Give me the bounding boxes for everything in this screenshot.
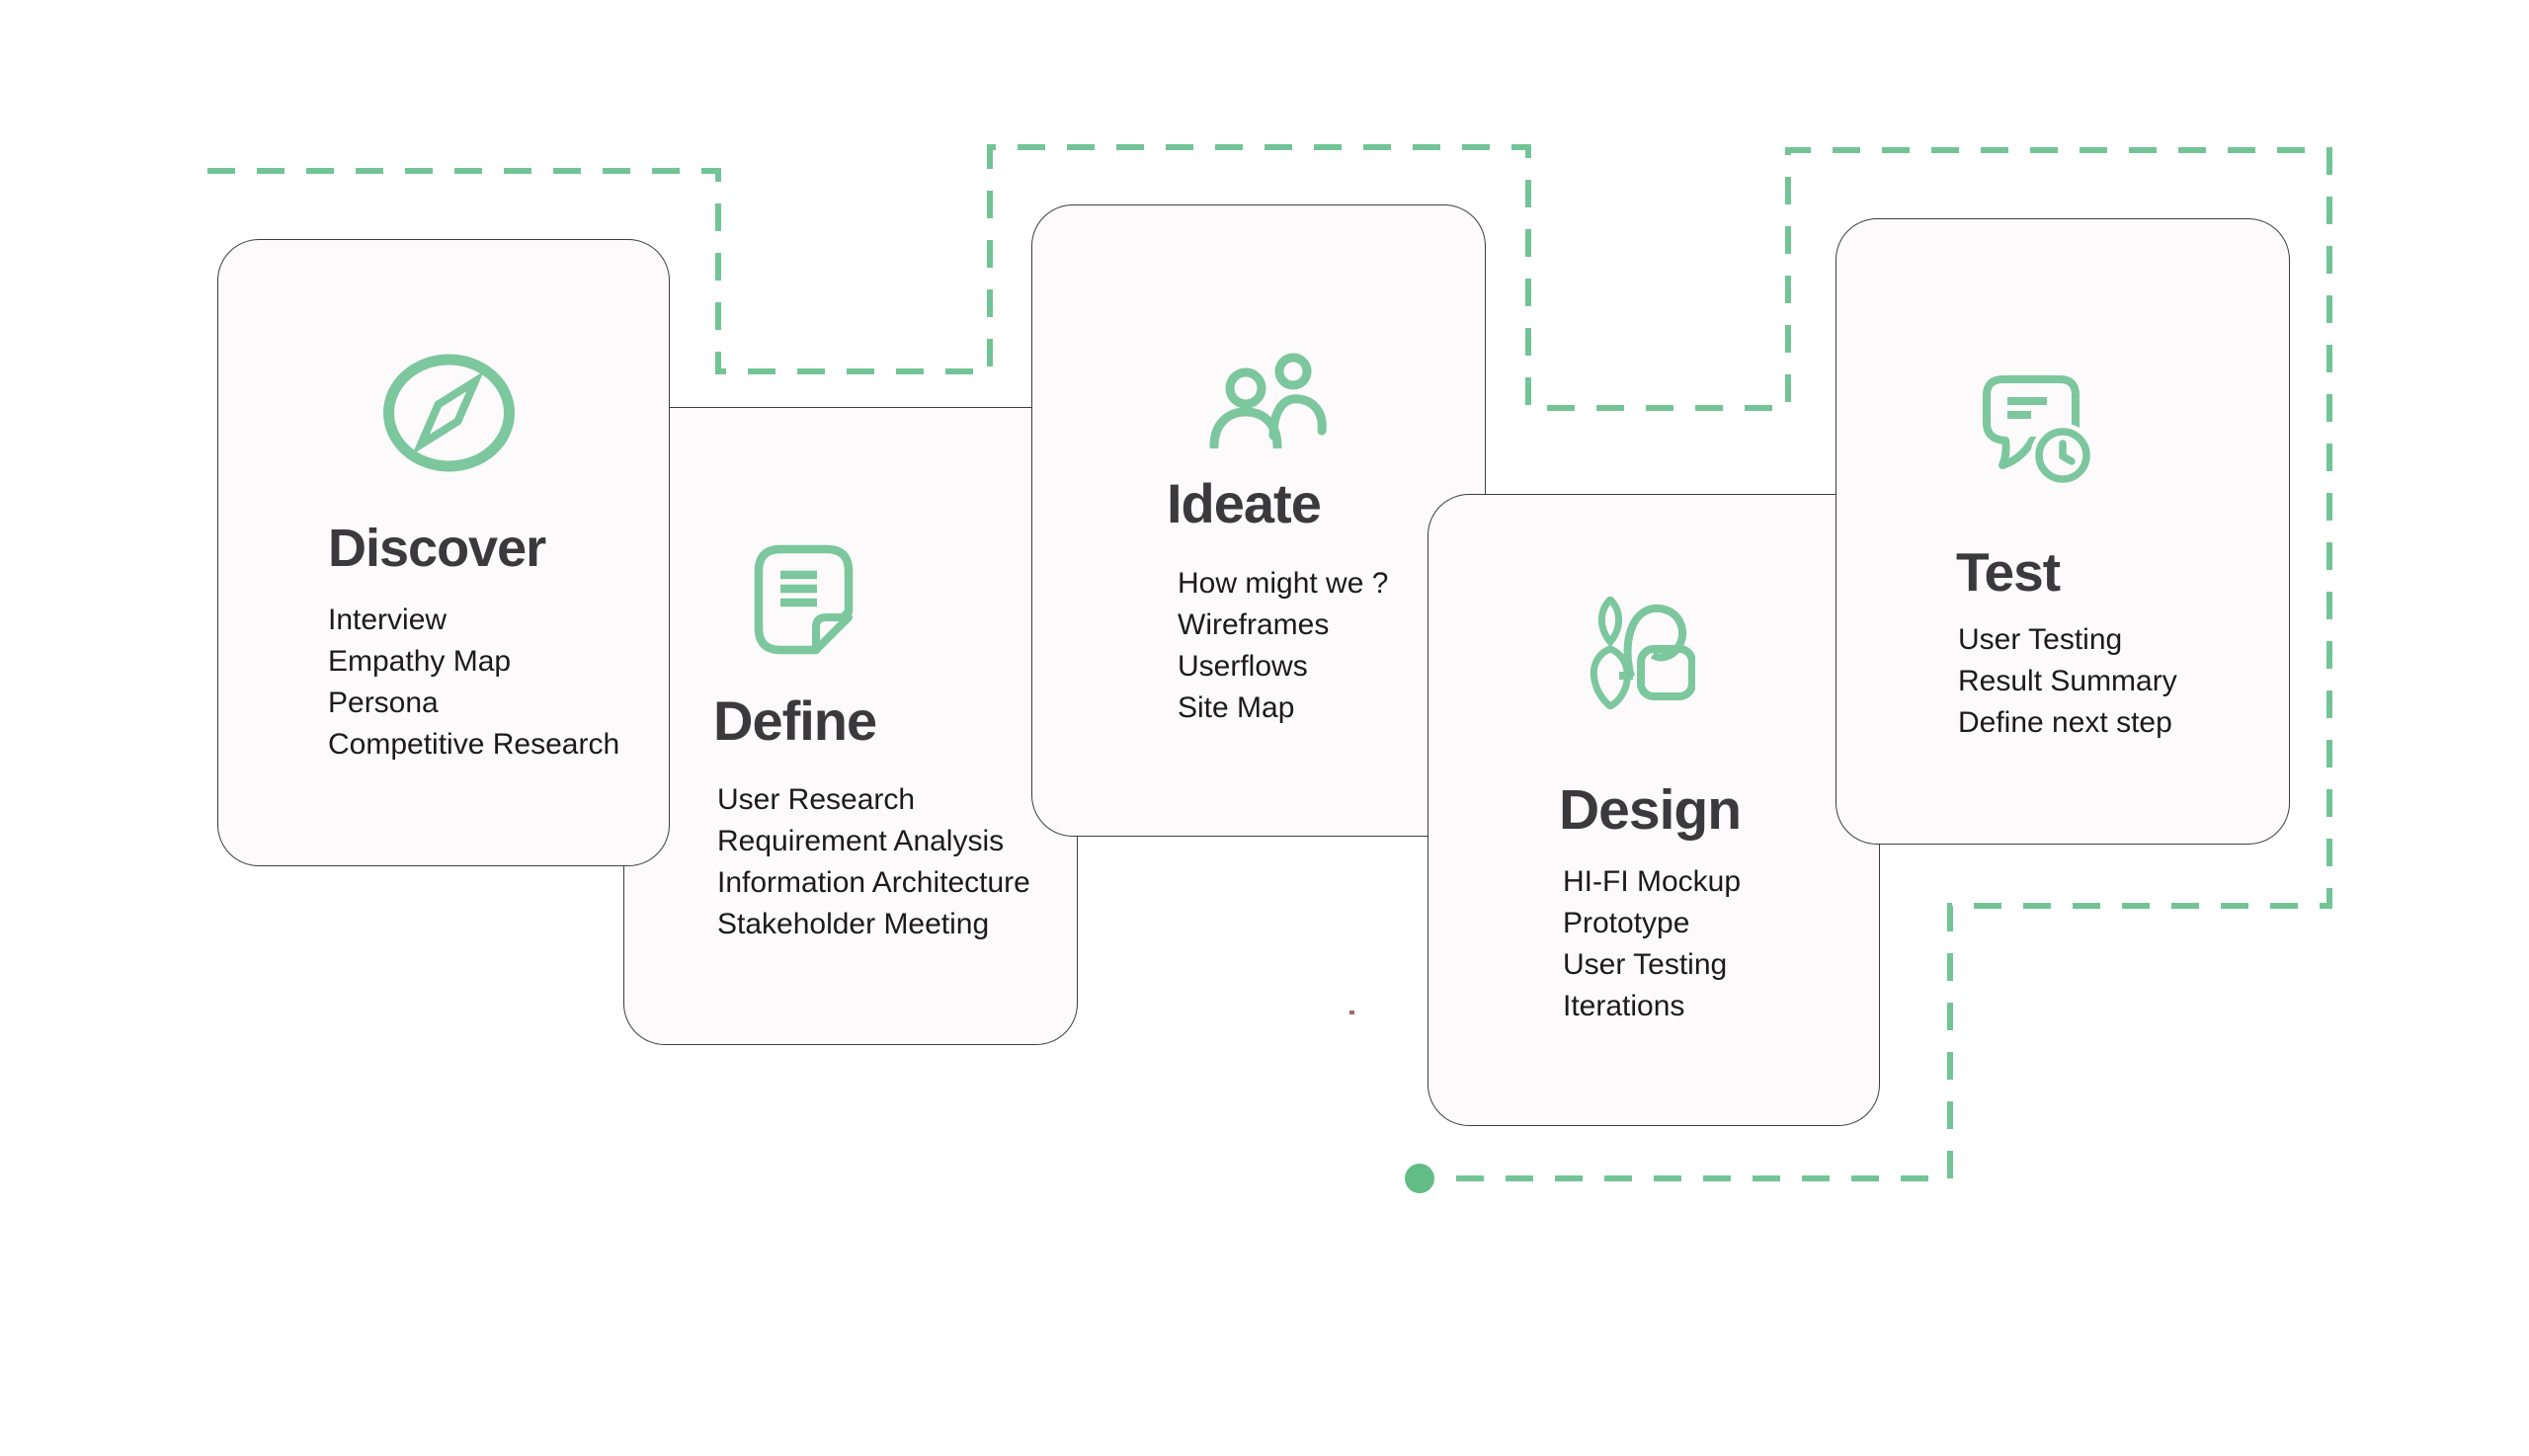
- list-item: User Testing: [1958, 623, 2123, 656]
- list-item: Information Architecture: [717, 866, 1030, 899]
- card-ideate: Ideate How might we ? Wireframes Userflo…: [1031, 204, 1486, 837]
- list-item: User Research: [717, 783, 916, 816]
- card-item-list: User Testing Result Summary Define next …: [1958, 619, 2177, 744]
- list-item: User Testing: [1563, 948, 1728, 981]
- list-item: Iterations: [1563, 990, 1685, 1022]
- card-title: Discover: [328, 519, 546, 578]
- list-item: HI-FI Mockup: [1563, 865, 1742, 898]
- users-icon: [1208, 350, 1330, 448]
- card-title: Define: [713, 689, 877, 752]
- list-item: How might we ?: [1178, 567, 1389, 600]
- card-discover: Discover Interview Empathy Map Persona C…: [217, 239, 670, 866]
- list-item: Define next step: [1958, 706, 2172, 739]
- flow-connector-path: [207, 144, 2332, 1181]
- card-title: Test: [1956, 541, 2061, 603]
- chat-clock-icon: [1978, 374, 2096, 487]
- card-item-list: Interview Empathy Map Persona Competitiv…: [328, 600, 619, 766]
- card-design: Design HI-FI Mockup Prototype User Testi…: [1428, 494, 1880, 1126]
- list-item: Wireframes: [1178, 608, 1330, 641]
- list-item: Userflows: [1178, 650, 1308, 683]
- note-document-icon: [754, 544, 854, 655]
- list-item: Empathy Map: [328, 645, 512, 678]
- card-item-list: How might we ? Wireframes Userflows Site…: [1178, 563, 1388, 729]
- card-test: Test User Testing Result Summary Define …: [1836, 218, 2290, 845]
- brush-shapes-icon: [1584, 597, 1695, 709]
- list-item: Site Map: [1178, 691, 1295, 724]
- flow-endpoint-dot: [1405, 1164, 1434, 1193]
- list-item: Persona: [328, 687, 439, 719]
- list-item: Stakeholder Meeting: [717, 908, 990, 940]
- list-item: Result Summary: [1958, 665, 2177, 697]
- card-item-list: User Research Requirement Analysis Infor…: [717, 779, 1030, 945]
- card-item-list: HI-FI Mockup Prototype User Testing Iter…: [1563, 861, 1741, 1027]
- card-define: Define User Research Requirement Analysi…: [623, 407, 1078, 1045]
- stray-dot: [1349, 1011, 1354, 1014]
- list-item: Prototype: [1563, 907, 1690, 939]
- list-item: Interview: [328, 604, 448, 636]
- compass-icon: [381, 354, 517, 472]
- list-item: Requirement Analysis: [717, 825, 1005, 857]
- card-title: Design: [1559, 778, 1742, 842]
- card-title: Ideate: [1167, 472, 1322, 534]
- list-item: Competitive Research: [328, 728, 620, 761]
